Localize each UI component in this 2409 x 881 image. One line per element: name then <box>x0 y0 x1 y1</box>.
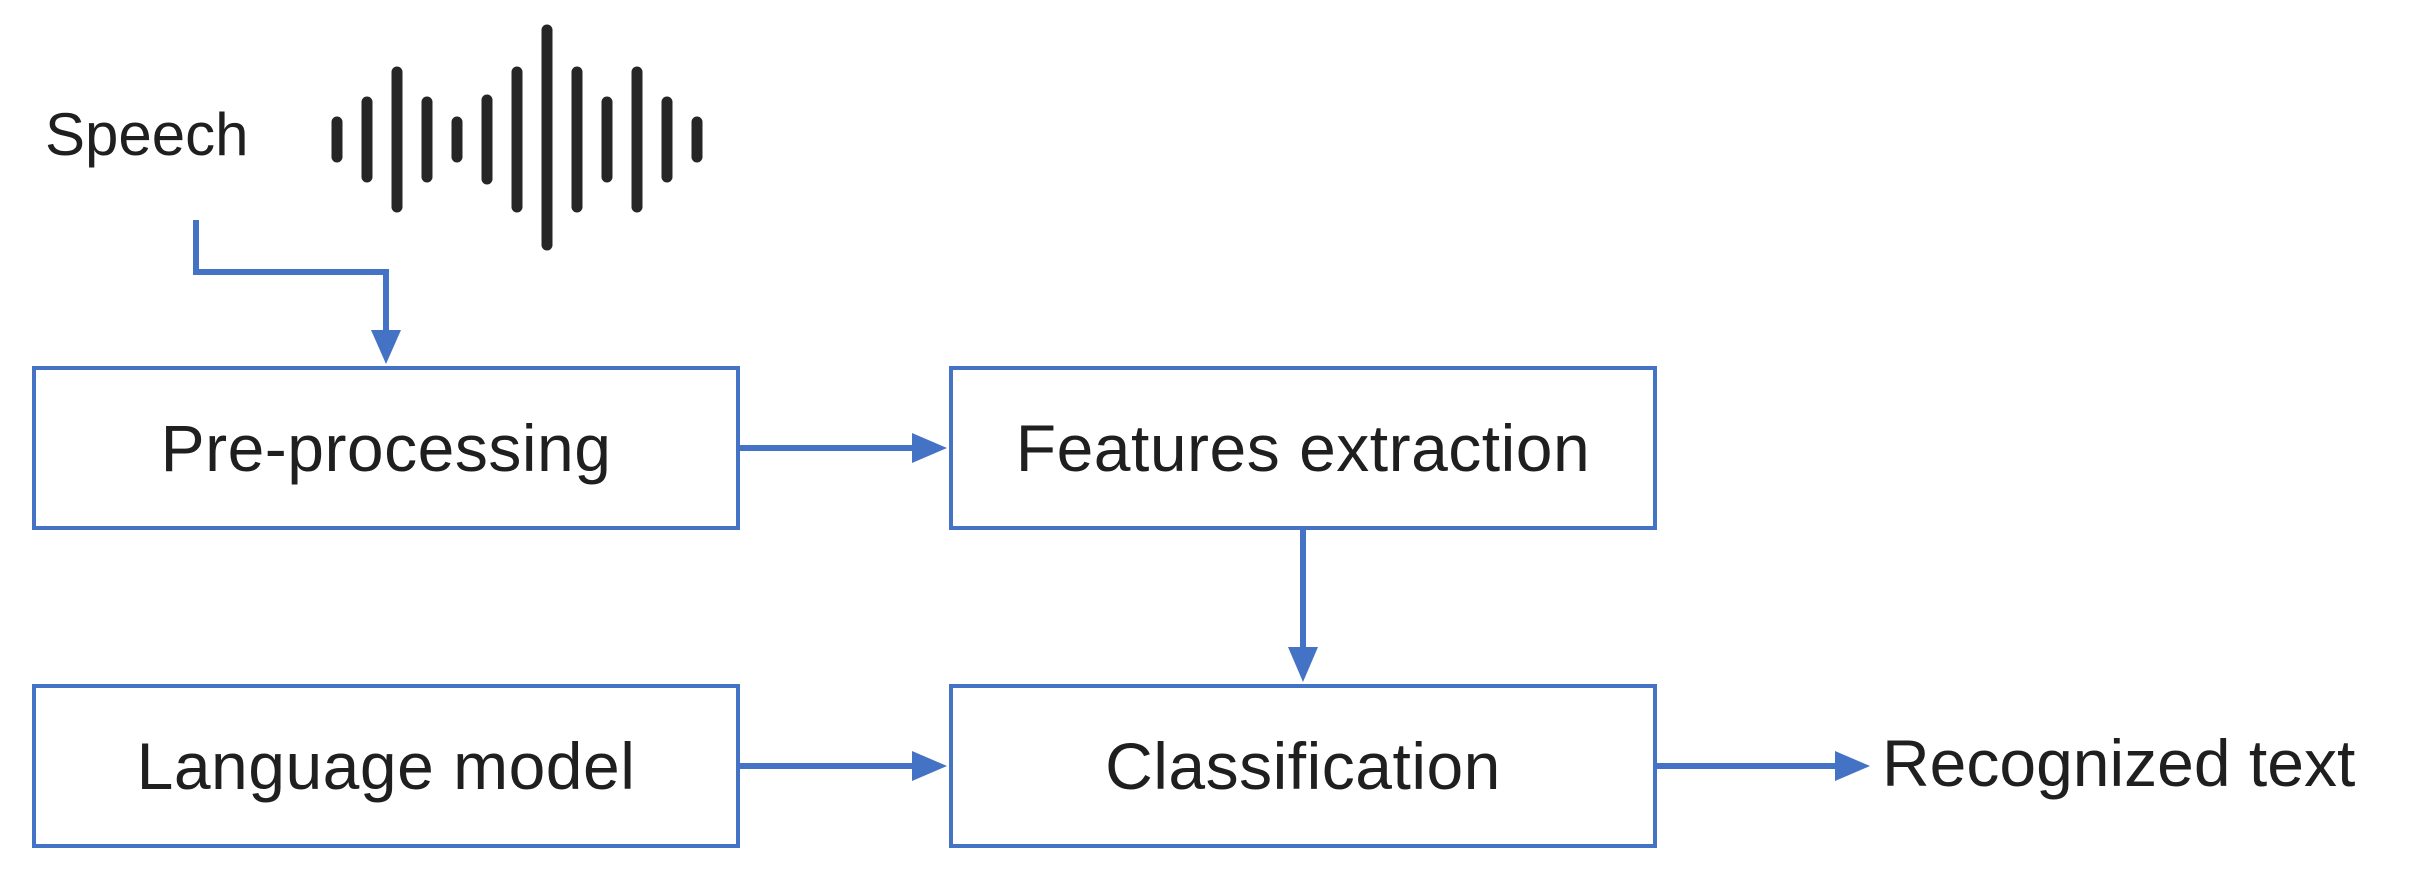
classification-label: Classification <box>1105 729 1501 803</box>
waveform-icon <box>331 24 703 251</box>
speech-label: Speech <box>45 101 249 168</box>
recognized-text-label: Recognized text <box>1882 726 2356 800</box>
arrowhead-speech-to-preprocessing <box>371 330 401 364</box>
language-model-box: Language model <box>32 684 740 848</box>
language-model-label: Language model <box>136 729 636 803</box>
arrowhead-language-to-classification <box>912 751 947 781</box>
arrowhead-preprocessing-to-features <box>912 433 947 463</box>
preprocessing-box: Pre-processing <box>32 366 740 530</box>
features-extraction-label: Features extraction <box>1015 411 1591 485</box>
arrowhead-features-to-classification <box>1288 647 1318 682</box>
arrow-speech-to-preprocessing <box>193 220 389 333</box>
arrowhead-classification-to-output <box>1835 751 1870 781</box>
classification-box: Classification <box>949 684 1657 848</box>
features-extraction-box: Features extraction <box>949 366 1657 530</box>
preprocessing-label: Pre-processing <box>160 411 612 485</box>
